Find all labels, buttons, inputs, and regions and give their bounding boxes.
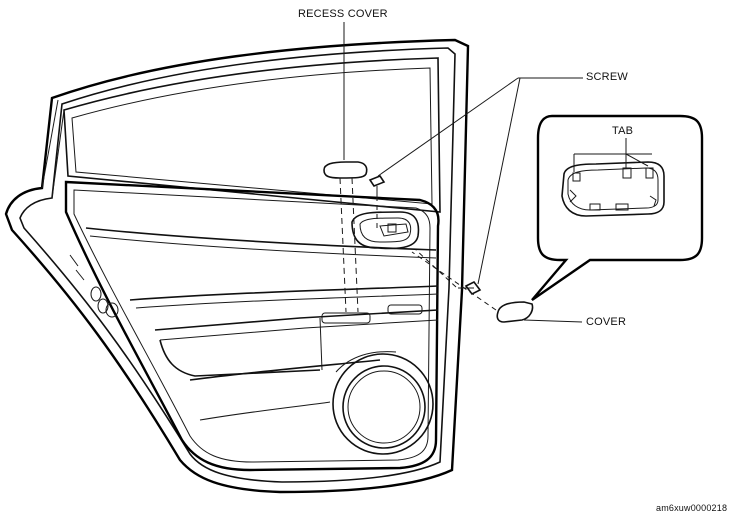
speaker-grille (332, 351, 434, 455)
cover-label: COVER (586, 316, 627, 328)
recess-cover-label: RECESS COVER (298, 8, 388, 20)
recess-cover-part (323, 22, 368, 313)
reference-code: am6xuw0000218 (656, 503, 728, 513)
screw-lower (415, 77, 583, 296)
inner-handle (351, 211, 420, 250)
door-edge-holes (69, 254, 119, 318)
screw-upper (368, 77, 519, 232)
cover-part (411, 251, 583, 323)
tab-label: TAB (612, 125, 634, 137)
screw-label: SCREW (586, 71, 628, 83)
door-outer-frame (4, 38, 470, 494)
window-frame (41, 57, 441, 213)
door-trim-panel (64, 180, 440, 472)
detail-callout-bubble (531, 114, 704, 301)
